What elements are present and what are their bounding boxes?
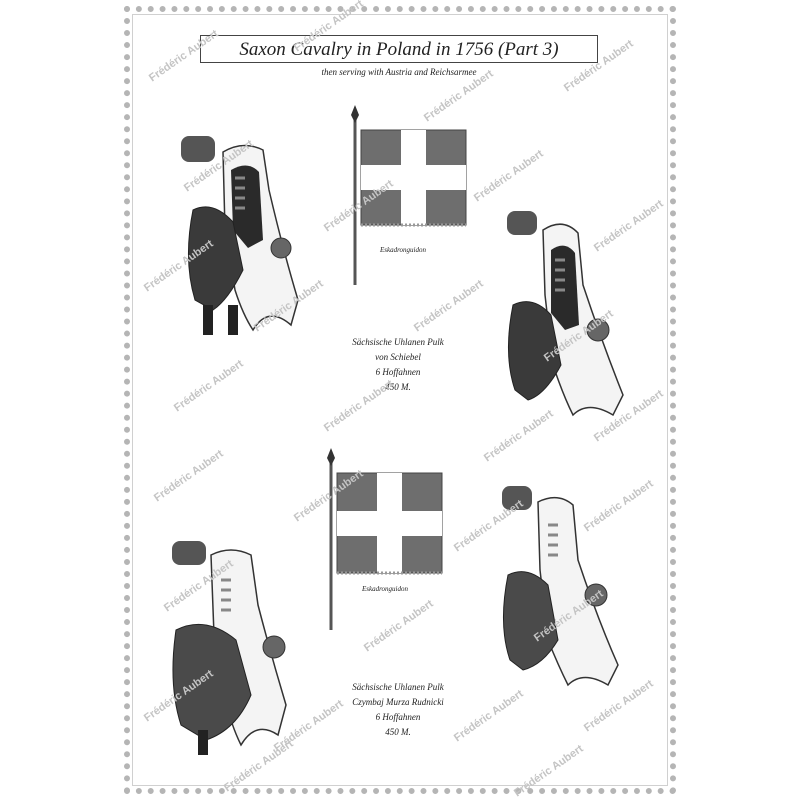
flag-caption-1: Eskadronguidon bbox=[379, 246, 427, 254]
flag-caption-2: Eskadronguidon bbox=[361, 585, 409, 593]
page-title: Saxon Cavalry in Poland in 1756 (Part 3) bbox=[239, 39, 559, 60]
fur-cap bbox=[507, 211, 537, 235]
unit-line: von Schiebel bbox=[375, 352, 421, 362]
unit-info-2: Sächsische Uhlanen Pulk Czymbaj Murza Ru… bbox=[308, 680, 488, 740]
squadron-guidon-2 bbox=[327, 448, 443, 630]
unit-line: 450 M. bbox=[385, 382, 411, 392]
title-box: Saxon Cavalry in Poland in 1756 (Part 3) bbox=[200, 35, 598, 63]
uniform-figure-side-2 bbox=[502, 486, 619, 687]
unit-line: Czymbaj Murza Rudnicki bbox=[352, 697, 444, 707]
uniform-figure-back-2 bbox=[172, 541, 287, 755]
unit-line: Sächsische Uhlanen Pulk bbox=[352, 337, 444, 347]
fur-cap bbox=[181, 136, 215, 162]
fur-cap bbox=[172, 541, 206, 565]
fur-cap bbox=[502, 486, 532, 510]
unit-line: 6 Hoffahnen bbox=[375, 712, 421, 722]
inner-frame bbox=[132, 14, 668, 786]
unit-line: 450 M. bbox=[385, 727, 411, 737]
document-sheet: Saxon Cavalry in Poland in 1756 (Part 3)… bbox=[118, 0, 682, 800]
unit-line: 6 Hoffahnen bbox=[375, 367, 421, 377]
unit-line: Sächsische Uhlanen Pulk bbox=[352, 682, 444, 692]
uniform-figure-side-1 bbox=[507, 211, 624, 417]
squadron-guidon-1 bbox=[351, 105, 467, 285]
uniform-figure-back-1 bbox=[181, 136, 299, 335]
unit-info-1: Sächsische Uhlanen Pulk von Schiebel 6 H… bbox=[318, 335, 478, 395]
decorative-border bbox=[124, 6, 676, 794]
page-subtitle: then serving with Austria and Reichsarme… bbox=[321, 67, 477, 77]
